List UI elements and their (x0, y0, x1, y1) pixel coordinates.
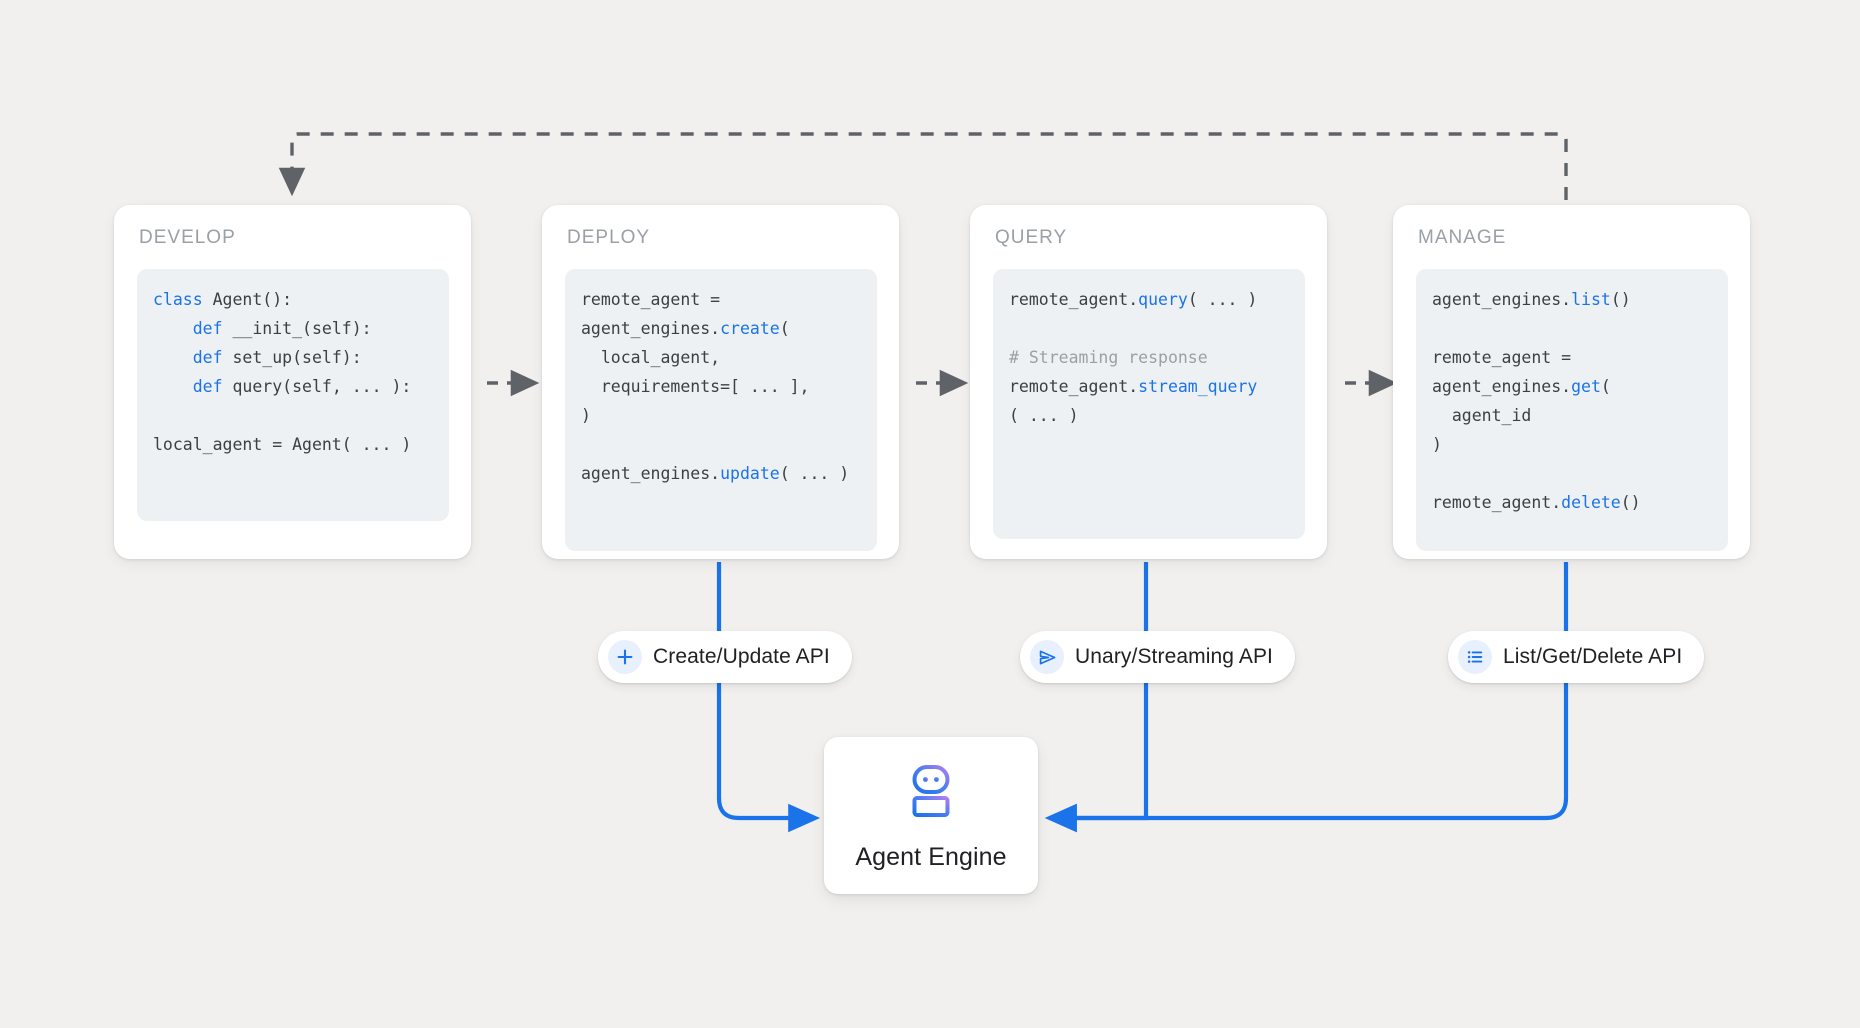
feedback-arrow-manage-to-develop (278, 132, 1568, 200)
api-pill-label: Unary/Streaming API (1075, 645, 1273, 668)
wire-manage-to-agent-engine (1044, 562, 1569, 833)
agent-engine-node[interactable]: Agent Engine (824, 737, 1038, 894)
agent-engine-label: Agent Engine (855, 842, 1007, 871)
api-pill-label: List/Get/Delete API (1503, 645, 1683, 668)
stage-card-deploy[interactable]: DEPLOY remote_agent = agent_engines.crea… (542, 205, 899, 559)
code-block-query: remote_agent.query( ... ) # Streaming re… (993, 269, 1305, 539)
api-pill-create-update[interactable]: Create/Update API (598, 631, 852, 683)
code-block-manage: agent_engines.list() remote_agent = agen… (1416, 269, 1728, 551)
stage-card-manage[interactable]: MANAGE agent_engines.list() remote_agent… (1393, 205, 1750, 559)
stage-card-query[interactable]: QUERY remote_agent.query( ... ) # Stream… (970, 205, 1327, 559)
api-pill-label: Create/Update API (653, 645, 830, 668)
code-block-deploy: remote_agent = agent_engines.create( loc… (565, 269, 877, 551)
wire-query-to-agent-engine (1044, 562, 1149, 833)
api-pill-list-get-delete[interactable]: List/Get/Delete API (1448, 631, 1705, 683)
list-icon (1458, 640, 1492, 674)
stage-title-deploy: DEPLOY (567, 227, 651, 248)
wire-deploy-to-agent-engine (716, 562, 821, 833)
stage-title-manage: MANAGE (1418, 227, 1507, 248)
api-pill-unary-streaming[interactable]: Unary/Streaming API (1020, 631, 1295, 683)
stage-card-develop[interactable]: DEVELOP class Agent(): def __init_(self)… (114, 205, 471, 559)
robot-icon (900, 760, 962, 827)
plus-icon (608, 640, 642, 674)
send-icon (1030, 640, 1064, 674)
code-block-develop: class Agent(): def __init_(self): def se… (137, 269, 449, 521)
stage-title-query: QUERY (995, 227, 1068, 248)
stage-title-develop: DEVELOP (139, 227, 236, 248)
